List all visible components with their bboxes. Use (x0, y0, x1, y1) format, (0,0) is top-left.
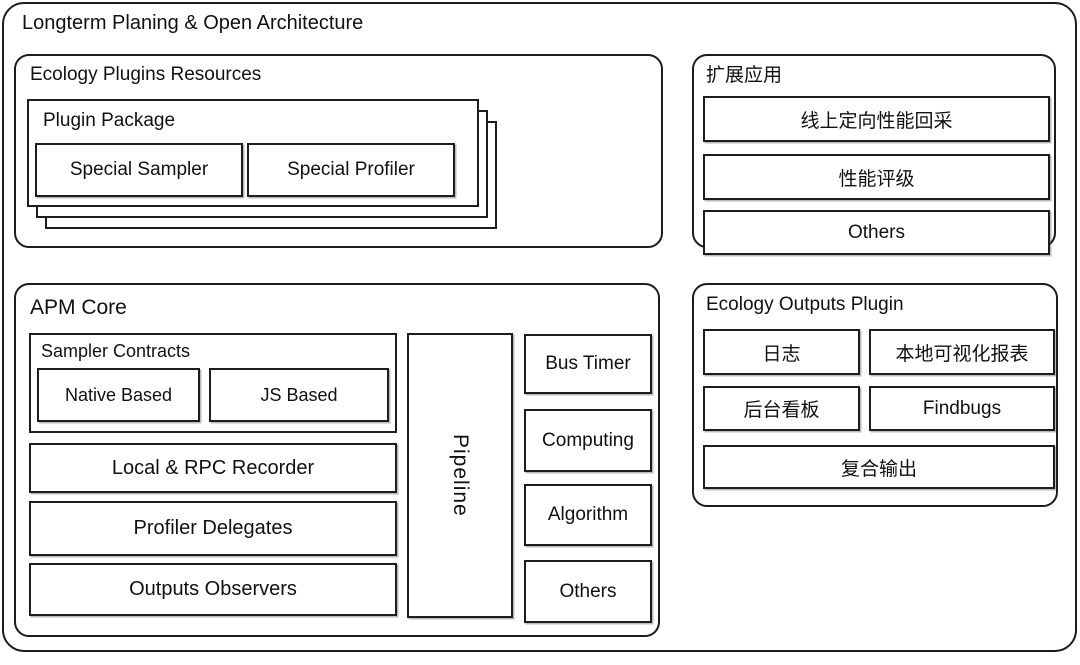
apm-others-box: Others (524, 560, 652, 623)
ecology-plugins-title: Ecology Plugins Resources (30, 64, 262, 85)
computing-label: Computing (542, 429, 634, 451)
ecology-outputs-title: Ecology Outputs Plugin (706, 294, 904, 315)
local-visual-report-box: 本地可视化报表 (869, 329, 1055, 375)
pipeline-label: Pipeline (449, 434, 472, 517)
outputs-observers-label: Outputs Observers (129, 578, 297, 600)
local-rpc-recorder-label: Local & RPC Recorder (111, 456, 315, 479)
extended-apps-title: 扩展应用 (706, 65, 783, 86)
diagram-title: Longterm Planing & Open Architecture (22, 12, 364, 34)
extended-app-item-rating: 性能评级 (703, 154, 1050, 200)
profiler-delegates-box: Profiler Delegates (29, 501, 397, 556)
pipeline-box: Pipeline (407, 333, 513, 618)
apm-core-title: APM Core (30, 296, 127, 319)
extended-app-item-recapture: 线上定向性能回采 (703, 96, 1050, 142)
extended-app-item-label: 性能评级 (838, 168, 915, 190)
local-visual-report-label: 本地可视化报表 (895, 343, 1029, 365)
special-sampler-label: Special Sampler (69, 159, 209, 180)
backend-dashboard-label: 后台看板 (743, 400, 820, 421)
special-profiler-label: Special Profiler (287, 159, 415, 180)
composite-output-label: 复合输出 (840, 458, 917, 480)
backend-dashboard-box: 后台看板 (703, 386, 860, 431)
plugin-package-title: Plugin Package (43, 110, 176, 131)
special-sampler-box: Special Sampler (35, 143, 243, 197)
log-label: 日志 (762, 343, 801, 365)
special-profiler-box: Special Profiler (247, 143, 455, 197)
bus-timer-box: Bus Timer (524, 334, 652, 394)
extended-app-item-label: Others (847, 221, 906, 243)
findbugs-label: Findbugs (922, 397, 1002, 419)
js-based-box: JS Based (209, 368, 389, 422)
local-rpc-recorder-box: Local & RPC Recorder (29, 443, 397, 493)
algorithm-label: Algorithm (547, 504, 629, 525)
bus-timer-label: Bus Timer (545, 353, 631, 374)
profiler-delegates-label: Profiler Delegates (133, 517, 293, 539)
log-box: 日志 (703, 329, 860, 375)
js-based-label: JS Based (260, 384, 338, 405)
composite-output-box: 复合输出 (703, 445, 1055, 489)
computing-box: Computing (524, 409, 652, 472)
native-based-box: Native Based (37, 368, 200, 422)
apm-others-label: Others (559, 580, 617, 602)
extended-app-item-label: 线上定向性能回采 (800, 110, 953, 132)
sampler-contracts-title: Sampler Contracts (41, 341, 191, 361)
outputs-observers-box: Outputs Observers (29, 563, 397, 616)
findbugs-box: Findbugs (869, 386, 1055, 431)
extended-app-item-others: Others (703, 210, 1050, 255)
algorithm-box: Algorithm (524, 484, 652, 546)
native-based-label: Native Based (64, 384, 173, 405)
